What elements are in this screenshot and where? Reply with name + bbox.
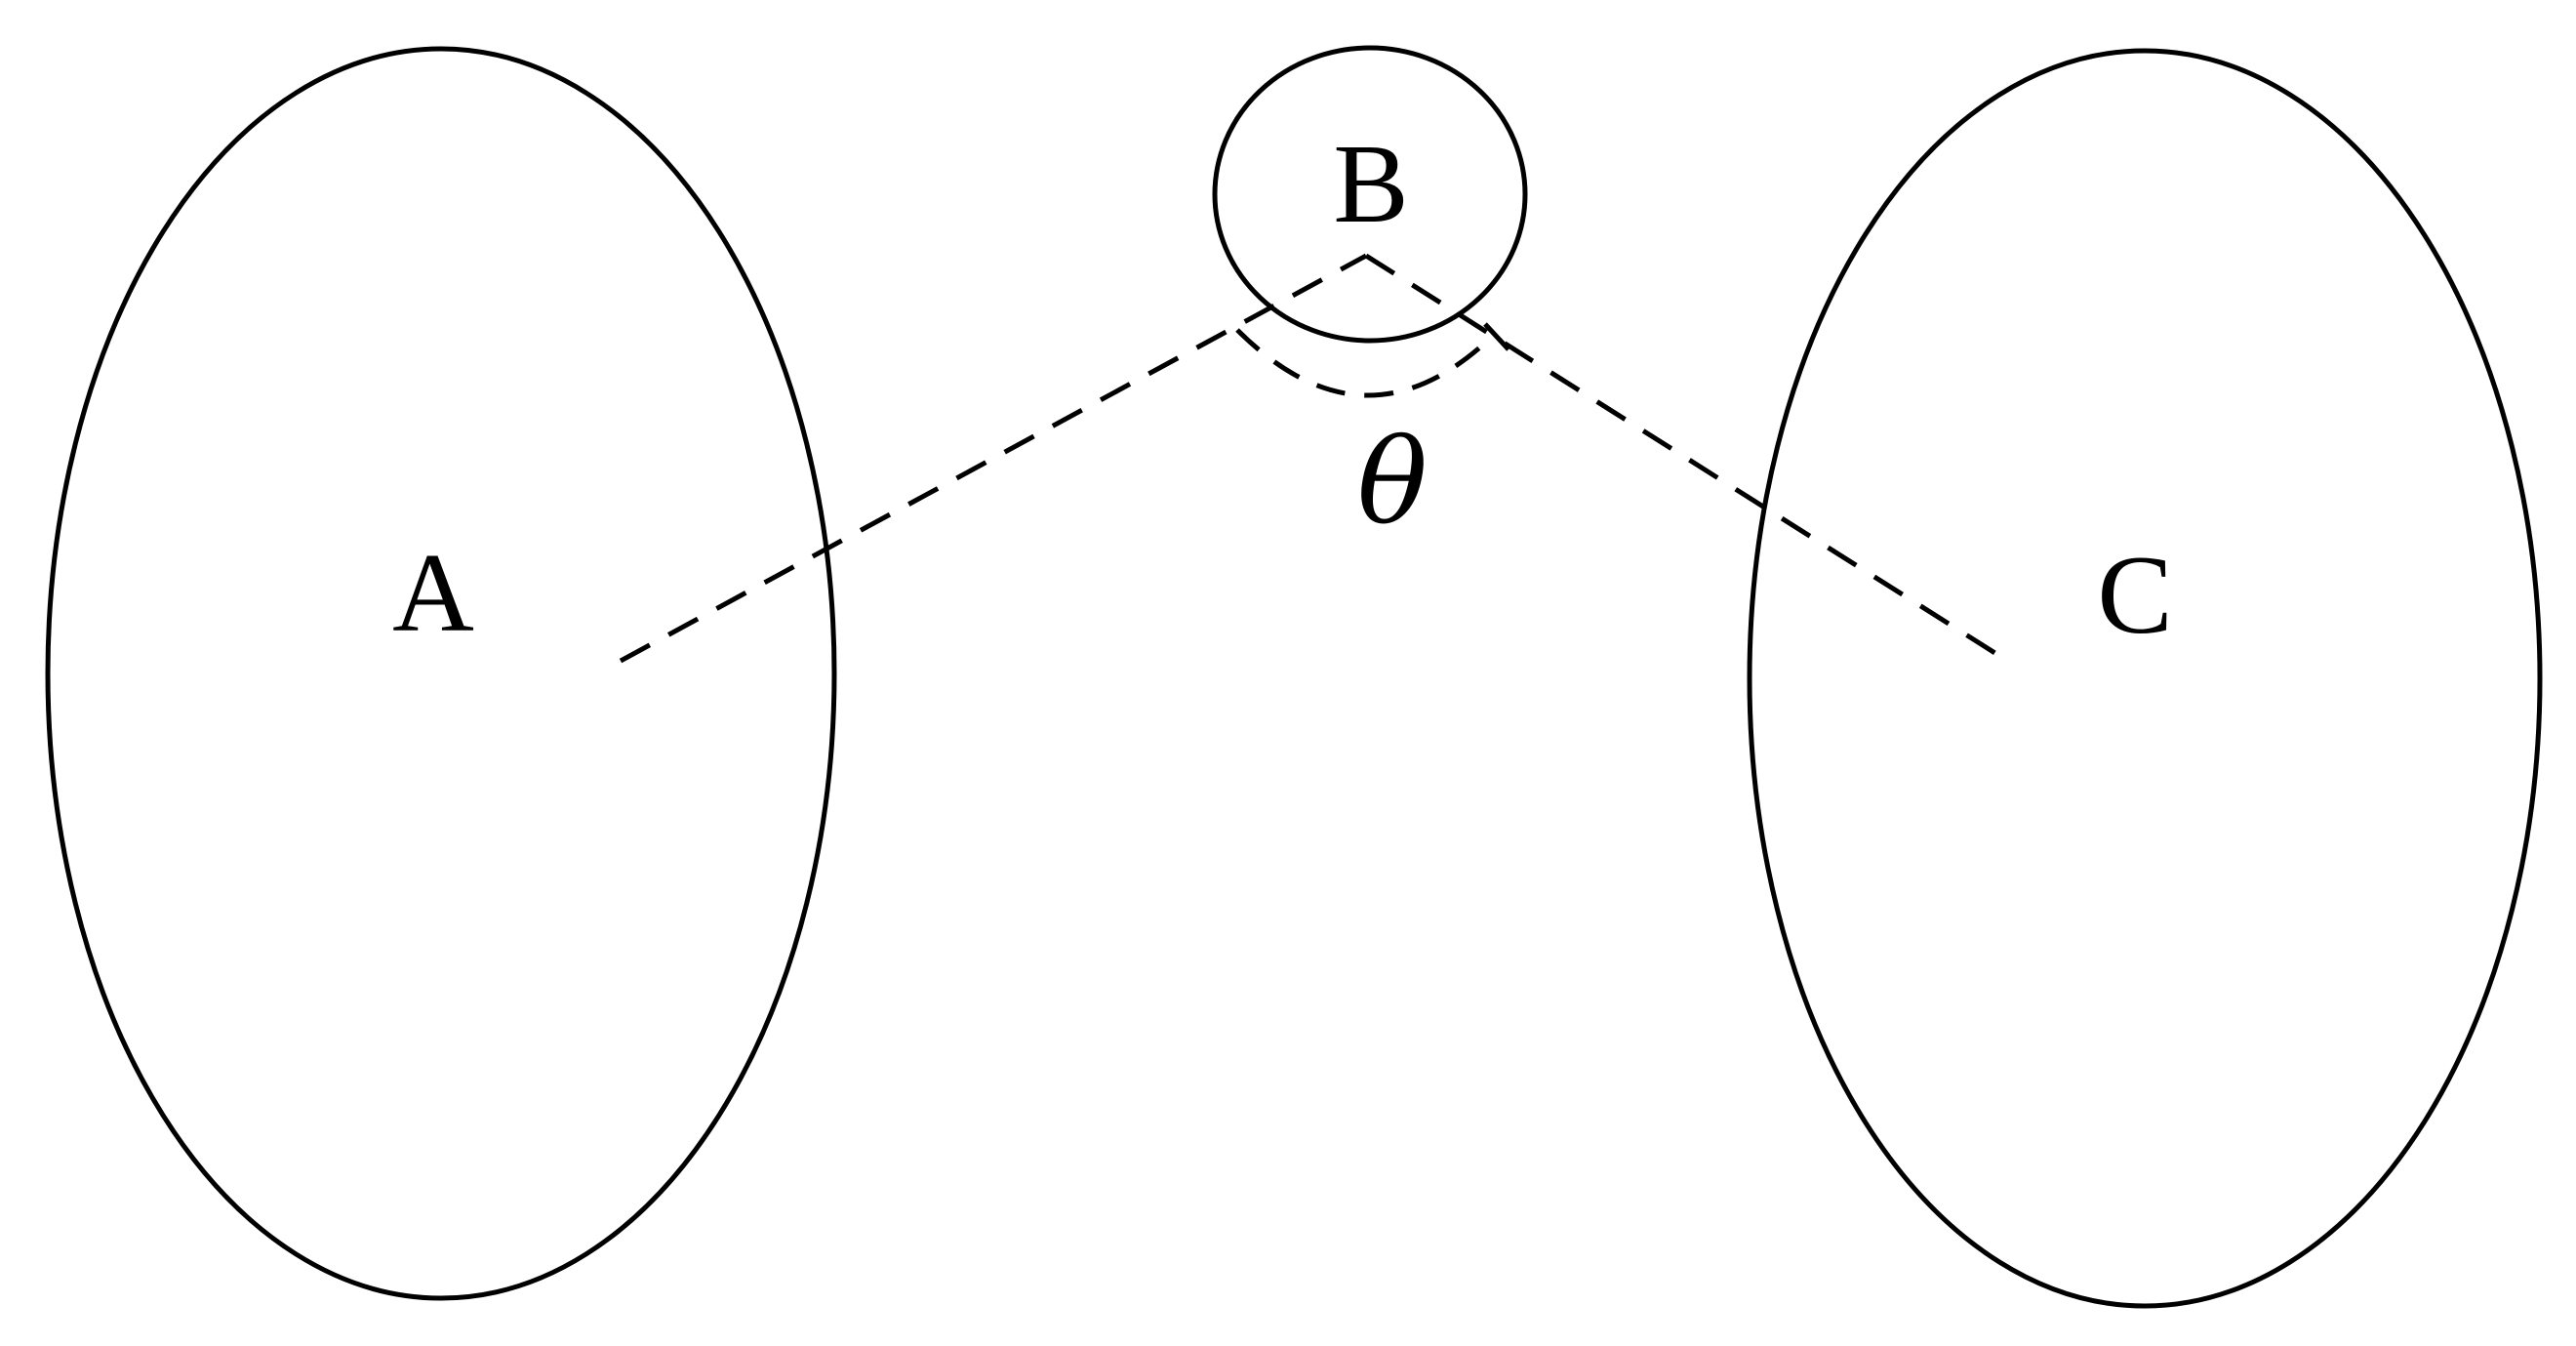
angle-arc: [1235, 328, 1497, 398]
circle-b: [1212, 45, 1528, 344]
label-b: B: [1333, 122, 1408, 247]
dashed-line-b-to-c: [1364, 253, 2014, 667]
label-a: A: [392, 531, 474, 656]
angle-label-theta: θ: [1357, 415, 1428, 551]
label-c: C: [2097, 533, 2172, 658]
ellipse-c: [1747, 48, 2543, 1309]
angle-arc-tick: [1483, 322, 1510, 351]
dashed-line-a-to-b: [619, 253, 1368, 664]
ellipse-a: [45, 46, 837, 1301]
